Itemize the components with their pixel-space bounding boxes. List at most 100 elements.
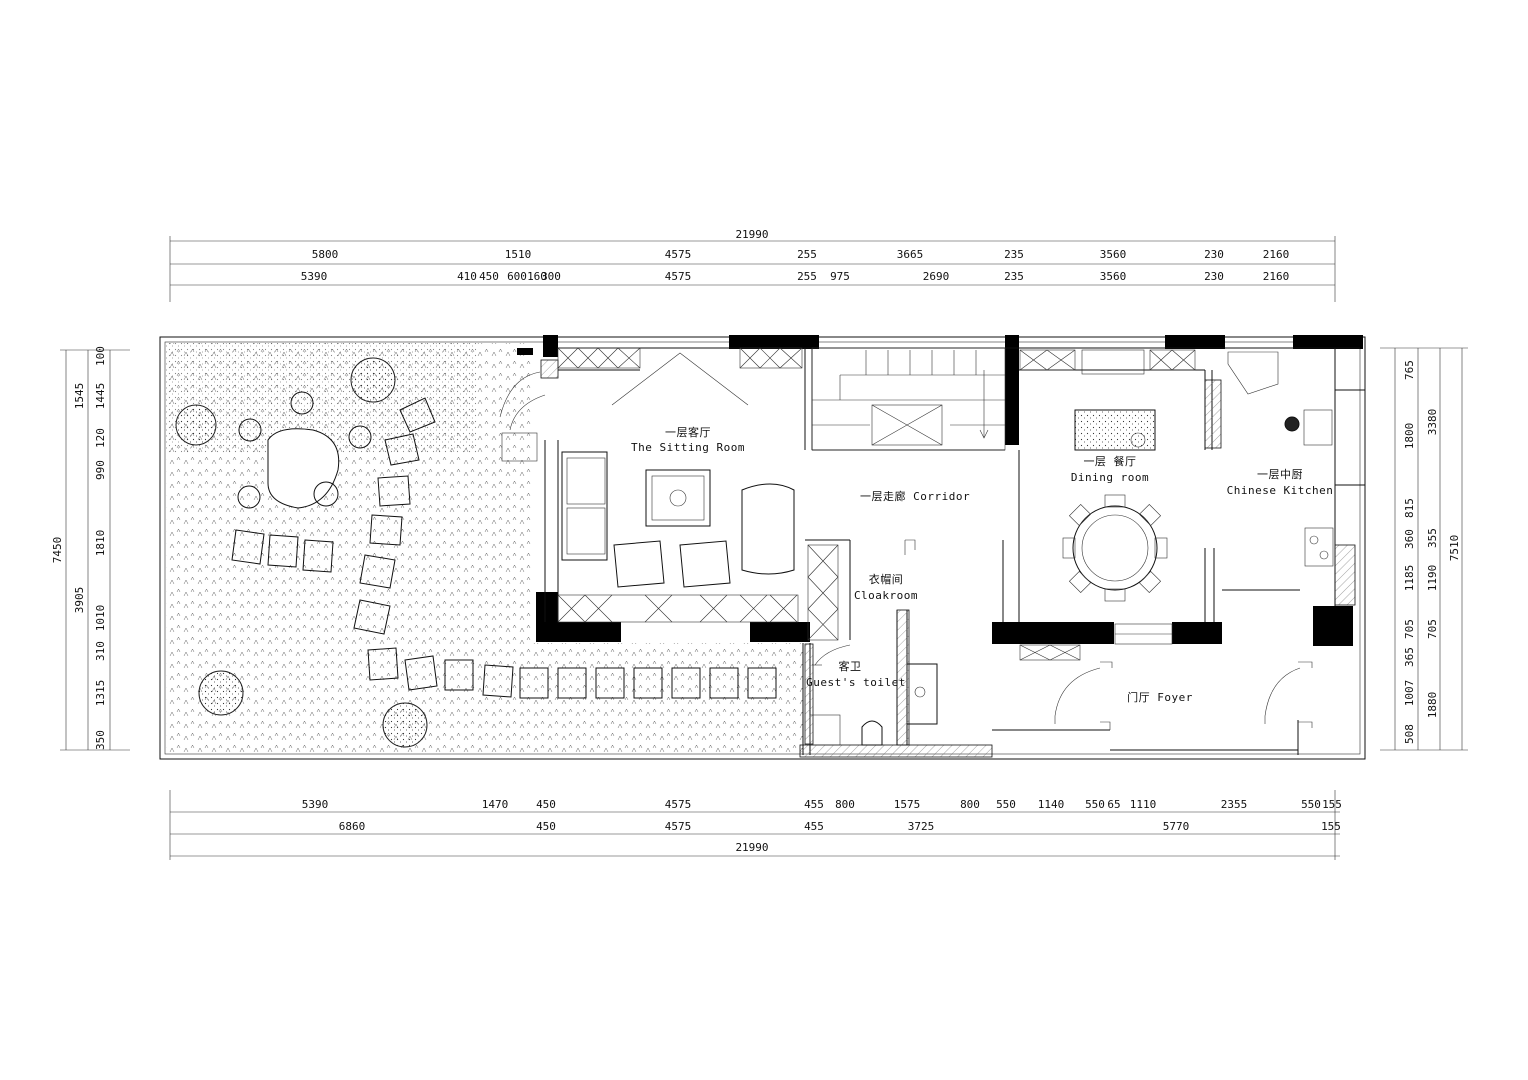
room-labels: 一层客厅 The Sitting Room 一层走廊 Corridor 一层 餐…	[631, 425, 1333, 704]
dim-label: 355	[1426, 528, 1439, 548]
shrub-icon	[382, 702, 428, 748]
dim-bottom-total: 21990	[735, 841, 768, 854]
dim-label: 705	[1403, 619, 1416, 639]
dim-label: 1510	[505, 248, 532, 261]
dim-label: 5770	[1163, 820, 1190, 833]
dim-label: 235	[1004, 248, 1024, 261]
dim-label: 2160	[1263, 248, 1290, 261]
room-label-toilet-en: Guest's toilet	[806, 676, 906, 689]
dim-label: 3380	[1426, 409, 1439, 436]
garden-table	[267, 428, 340, 509]
dim-label: 550	[1301, 798, 1321, 811]
bottom-dimension-lines	[169, 790, 1340, 860]
room-label-corridor: 一层走廊 Corridor	[860, 489, 970, 503]
garden-stool	[238, 418, 262, 442]
dim-label: 550	[996, 798, 1016, 811]
top-row1-dimensions: 5800 1510 4575 255 3665 235 3560 230 216…	[312, 248, 1290, 261]
dim-label: 455	[804, 798, 824, 811]
dim-label: 155	[1322, 798, 1342, 811]
dim-label: 4575	[665, 798, 692, 811]
dim-label: 2160	[1263, 270, 1290, 283]
dim-label: 230	[1204, 270, 1224, 283]
dim-label: 508	[1403, 724, 1416, 744]
dim-label: 1140	[1038, 798, 1065, 811]
left-dimension-lines	[60, 349, 130, 751]
dim-label: 1880	[1426, 692, 1439, 719]
dim-label: 255	[797, 248, 817, 261]
shrub-icon	[198, 670, 244, 716]
staircase	[811, 347, 1006, 451]
dim-label: 310	[94, 641, 107, 661]
garden-stool	[237, 485, 261, 509]
dim-label: 1110	[1130, 798, 1157, 811]
dim-label: 975	[830, 270, 850, 283]
dim-label: 815	[1403, 498, 1416, 518]
dim-label: 155	[1321, 820, 1341, 833]
dim-label: 3560	[1100, 270, 1127, 283]
coffee-table	[645, 469, 711, 527]
room-label-sitting-en: The Sitting Room	[631, 441, 745, 454]
dim-label: 4575	[665, 270, 692, 283]
dim-label: 5390	[301, 270, 328, 283]
ceiling-feature	[611, 352, 749, 406]
dim-label: 360	[1403, 529, 1416, 549]
dim-label: 1470	[482, 798, 509, 811]
dim-label: 1575	[894, 798, 921, 811]
dim-label: 410	[457, 270, 477, 283]
sofa-left	[561, 451, 608, 561]
right-inner-dimensions: 765 1800 815 360 1185 705 365 1007 508	[1403, 360, 1416, 744]
door-swing	[499, 371, 541, 418]
dim-label: 1810	[94, 530, 107, 557]
sofa-right	[741, 483, 795, 575]
dim-label: 1445	[94, 383, 107, 410]
dim-label: 1190	[1426, 565, 1439, 592]
round-dining-table	[1072, 505, 1158, 591]
dim-label: 4575	[665, 248, 692, 261]
garden-stool	[290, 391, 314, 415]
shrub-icon	[175, 404, 217, 446]
dim-label: 230	[1204, 248, 1224, 261]
garden-area	[166, 343, 803, 753]
room-label-toilet-cn: 客卫	[839, 659, 862, 673]
dim-label: 705	[1426, 619, 1439, 639]
dim-label: 255	[797, 270, 817, 283]
shrub-icon	[350, 357, 396, 403]
room-label-foyer: 门厅 Foyer	[1127, 690, 1193, 704]
sink-icon	[1303, 409, 1333, 446]
dim-label: 65	[1107, 798, 1120, 811]
dim-label: 2355	[1221, 798, 1248, 811]
dim-top-total: 21990	[735, 228, 768, 241]
dim-label: 5390	[302, 798, 329, 811]
hatched-walls	[540, 359, 1356, 758]
dim-label: 3665	[897, 248, 924, 261]
room-label-kitchen-en: Chinese Kitchen	[1227, 484, 1334, 497]
shower-icon	[809, 714, 841, 746]
left-segment-dimensions: 100 1545 1445 120 990 1810 1010 310 1315…	[73, 346, 107, 750]
bottom-row2-dimensions: 6860 450 4575 455 3725 5770 155	[339, 820, 1341, 833]
dim-label: 4575	[665, 820, 692, 833]
toilet-fixtures	[809, 539, 938, 746]
dim-label: 3725	[908, 820, 935, 833]
dim-label: 450	[536, 798, 556, 811]
toilet-icon	[861, 720, 883, 746]
dim-label: 1185	[1403, 565, 1416, 592]
dim-label: 990	[94, 460, 107, 480]
dim-label: 5800	[312, 248, 339, 261]
dim-label: 120	[94, 428, 107, 448]
kitchen-counter	[1334, 389, 1366, 486]
room-label-cloak-en: Cloakroom	[854, 589, 918, 602]
flower-icon	[669, 489, 687, 507]
room-label-dining-en: Dining room	[1071, 471, 1149, 484]
armchair	[613, 540, 665, 588]
dim-label: 1315	[94, 680, 107, 707]
dim-label: 455	[804, 820, 824, 833]
dim-label: 450	[536, 820, 556, 833]
top-dimension-lines	[169, 236, 1336, 302]
dim-label: 100	[94, 346, 107, 366]
dim-label: 2690	[923, 270, 950, 283]
armchair	[679, 540, 731, 588]
dim-label: 765	[1403, 360, 1416, 380]
dim-label: 1545	[73, 383, 86, 410]
door-swings	[812, 644, 1313, 730]
